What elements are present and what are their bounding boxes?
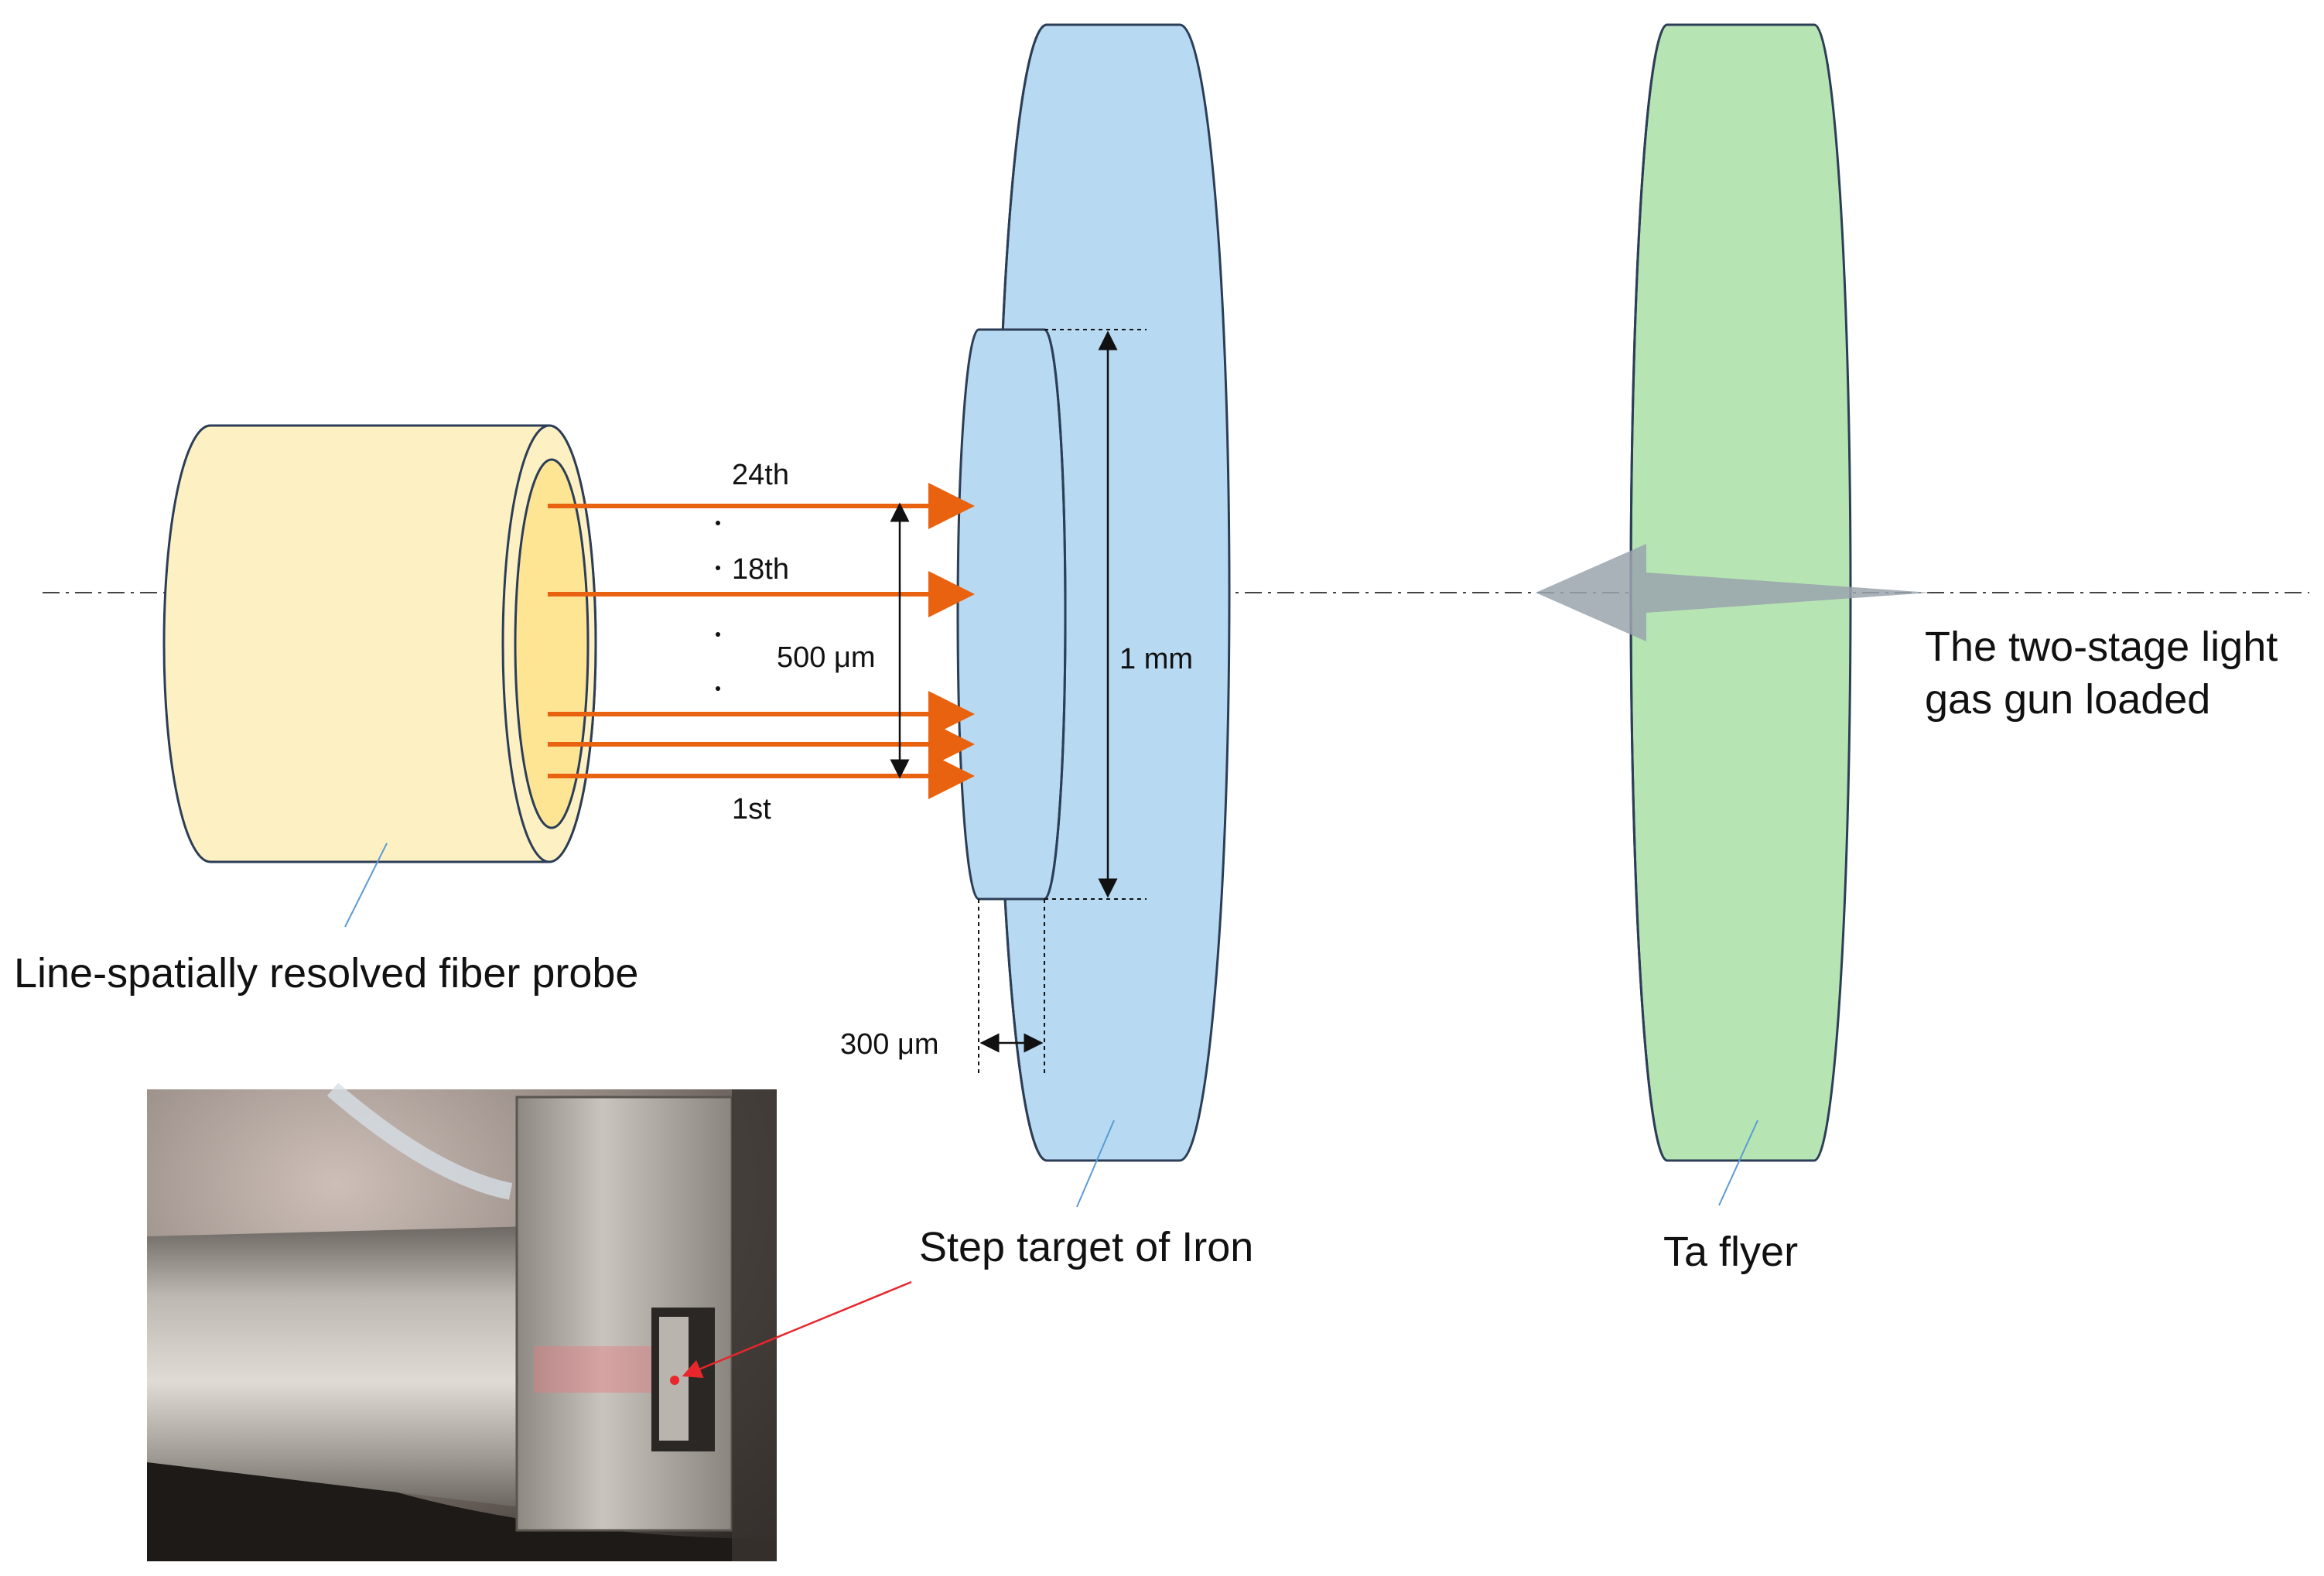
setup-photo	[147, 1082, 777, 1561]
label-step-target: Step target of Iron	[919, 1224, 1253, 1270]
leader-target	[1076, 1120, 1115, 1208]
label-24th: 24th	[732, 459, 789, 491]
photo-pointer	[682, 1280, 912, 1378]
label-300um: 300 μm	[840, 1028, 939, 1061]
leader-flyer	[1718, 1120, 1758, 1206]
fiber-core	[514, 458, 590, 829]
label-gun-line2: gas gun loaded	[1925, 676, 2210, 723]
step-target	[956, 23, 1231, 1162]
label-ta-flyer: Ta flyer	[1663, 1229, 1798, 1275]
probe-beams	[548, 483, 975, 799]
label-18th: 18th	[732, 553, 789, 586]
leader-fiber	[344, 843, 388, 928]
label-gun-line1: The two-stage light	[1925, 624, 2278, 670]
impact-arrow	[1536, 544, 1930, 641]
label-1st: 1st	[732, 793, 771, 826]
label-fiber-probe: Line-spatially resolved fiber probe	[14, 950, 638, 997]
label-500um: 500 μm	[777, 641, 876, 674]
channel-ellipsis	[716, 521, 720, 691]
photo-probe-spot	[670, 1376, 679, 1385]
fiber-probe	[162, 424, 597, 863]
label-1mm: 1 mm	[1119, 643, 1193, 675]
